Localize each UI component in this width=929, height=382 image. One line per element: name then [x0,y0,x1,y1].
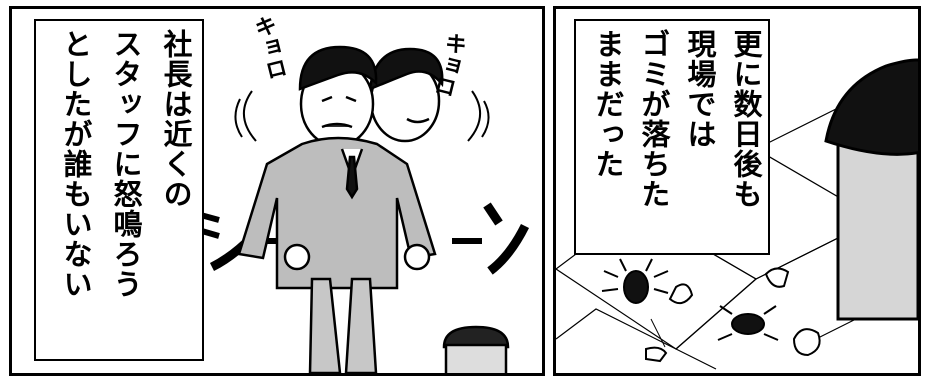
office-scene-illustration [194,45,530,373]
narration-caption-left: 社長は近くの スタッフに怒鳴ろう としたが誰もいない [34,19,204,361]
dirty-floor-illustration [556,58,918,370]
president-character [237,45,444,373]
narration-caption-right: 更に数日後も 現場では ゴミが落ちた ままだった [574,19,770,255]
manga-panel-right: 更に数日後も 現場では ゴミが落ちた ままだった [553,6,921,376]
head-motion-lines [234,90,490,142]
caption-line-1: 更に数日後も [729,29,763,209]
trash-can-small [442,325,510,373]
caption-line-4: ままだった [591,29,625,179]
caption-line-1: 社長は近くの [159,29,193,209]
caption-line-3: としたが誰もいない [59,29,93,299]
caption-line-3: ゴミが落ちた [637,29,671,209]
trash-can-large [824,58,918,321]
manga-panel-left: 社長は近くの スタッフに怒鳴ろう としたが誰もいない キョロ キョロ [9,6,545,376]
caption-line-2: スタッフに怒鳴ろう [109,29,143,299]
garbage-and-bugs [601,258,821,363]
caption-line-2: 現場では [683,29,717,149]
